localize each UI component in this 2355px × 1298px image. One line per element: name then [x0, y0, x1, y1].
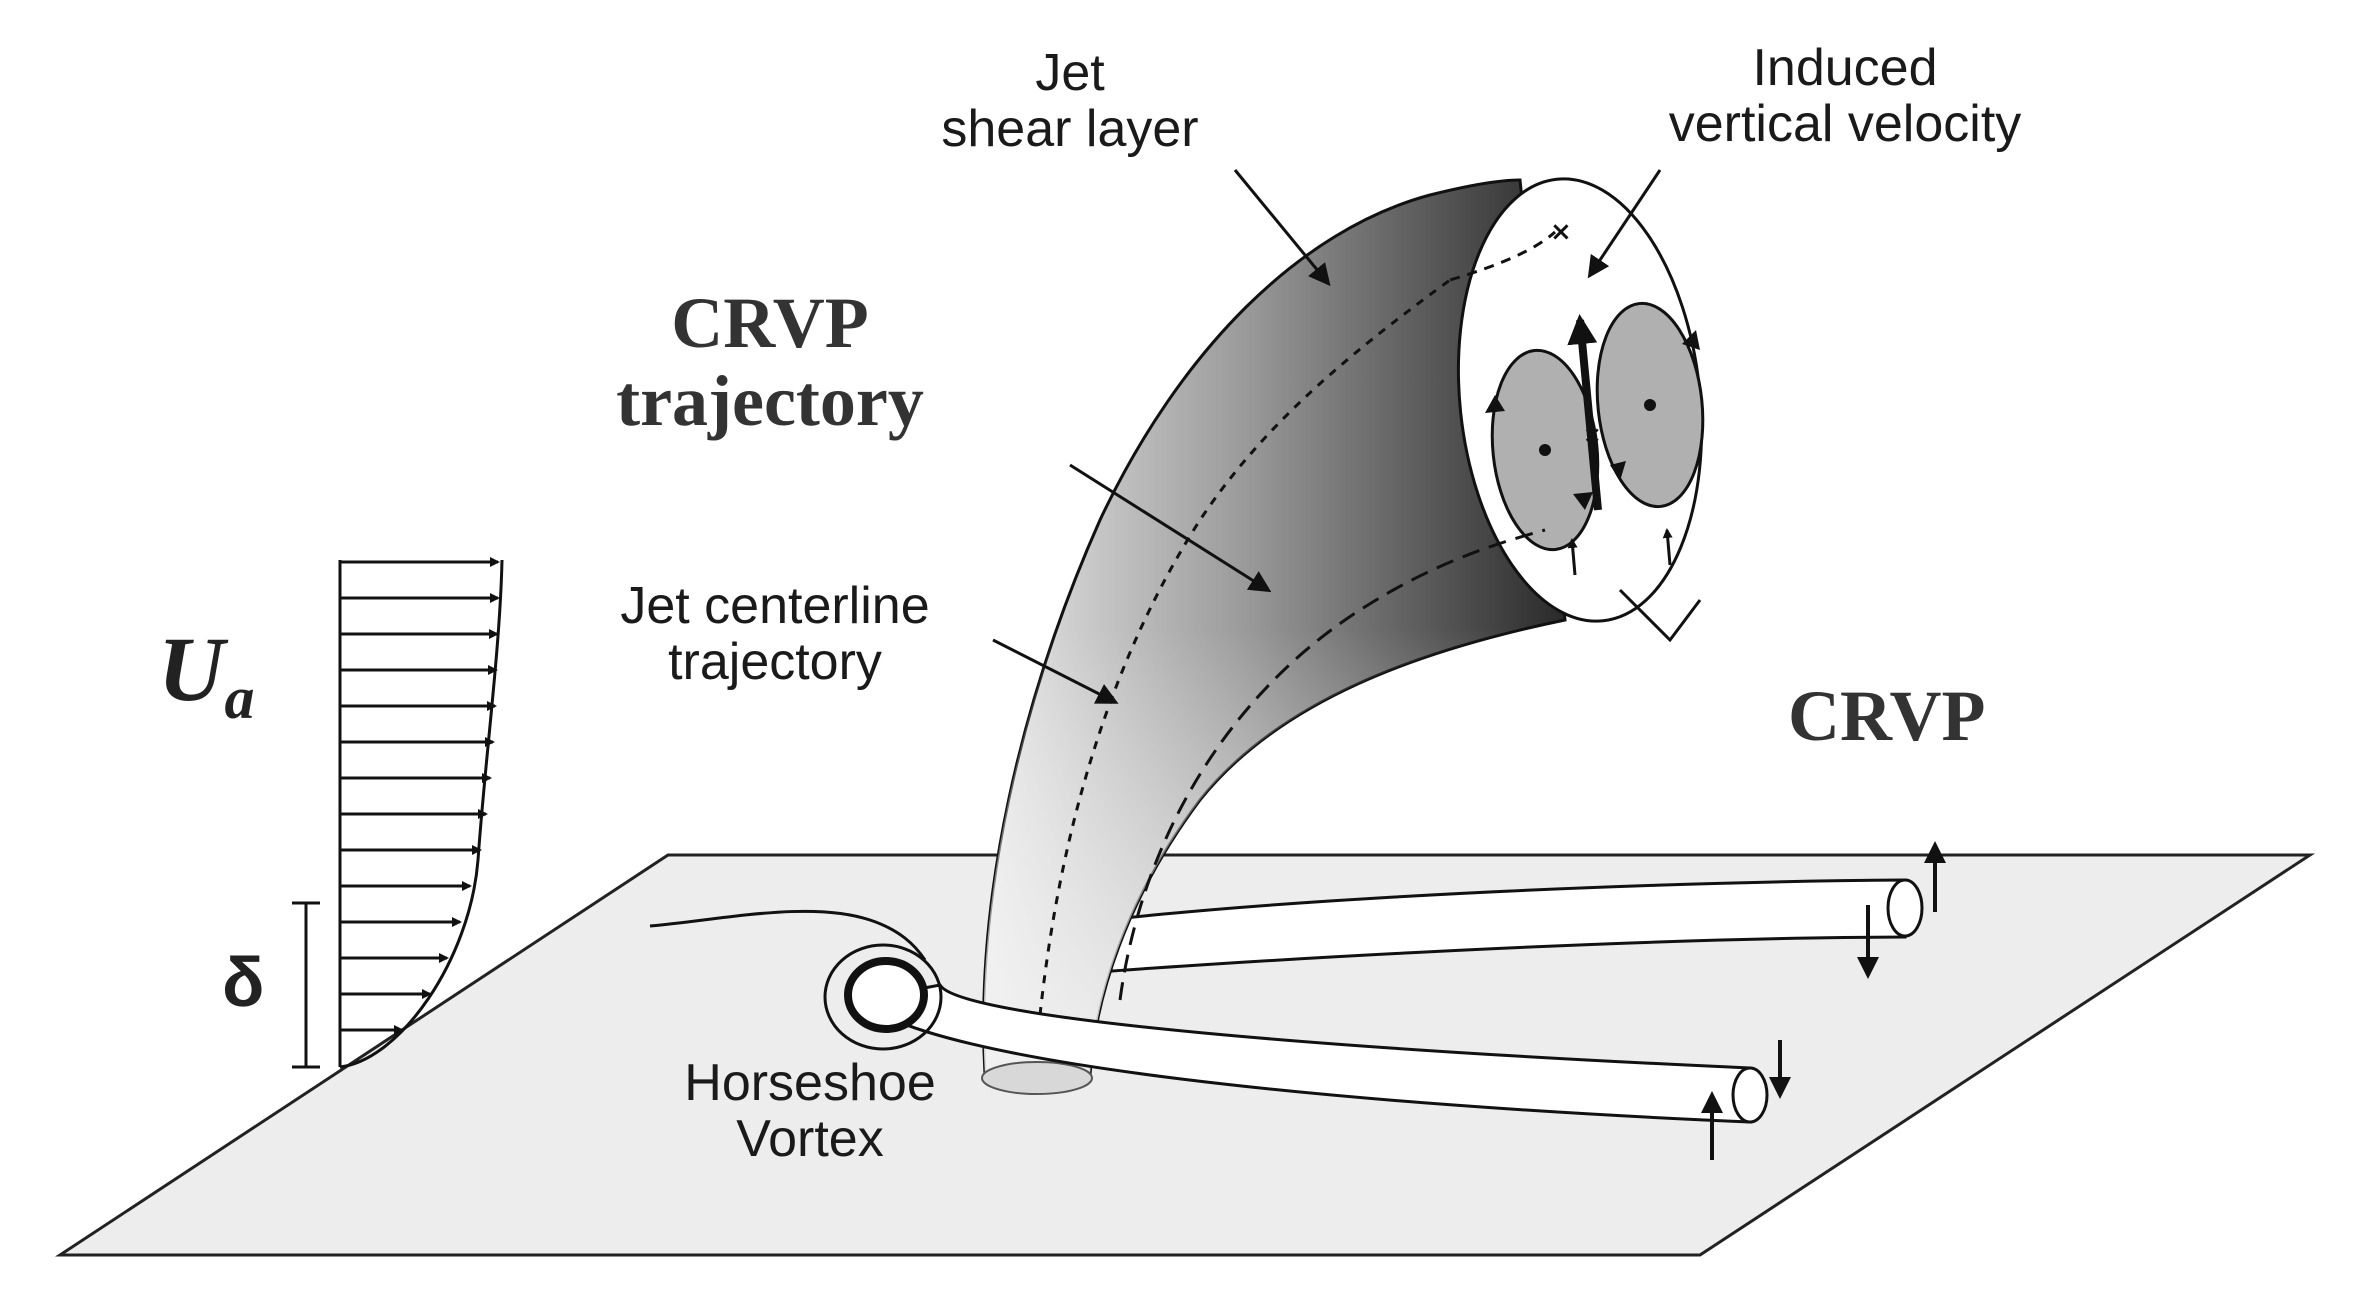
upstream-streamline	[649, 909, 927, 961]
label-crvp-trajectory-line1: CRVP	[671, 283, 869, 363]
jet-exit	[981, 1061, 1093, 1095]
horseshoe-vortex-ring	[823, 943, 943, 1051]
svg-text:×: ×	[1583, 423, 1601, 448]
boundary-layer-thickness-bracket	[292, 901, 320, 1069]
label-horseshoe-line2: Vortex	[736, 1110, 884, 1169]
label-crvp-trajectory-line2: trajectory	[616, 360, 924, 441]
label-jet-centerline-line1: Jet centerline	[620, 577, 930, 635]
label-jet-shear-layer-line2: shear layer	[941, 100, 1199, 159]
label-crvp-trajectory: CRVP trajectory	[585, 283, 955, 441]
label-freestream-velocity: Ua	[158, 618, 255, 731]
label-jet-shear-layer: Jet shear layer	[915, 45, 1225, 157]
label-induced-line2: vertical velocity	[1668, 95, 2022, 154]
horseshoe-vortex-core	[844, 957, 928, 1033]
leader-arrows	[992, 169, 1662, 704]
label-crvp: CRVP	[1788, 676, 1986, 756]
label-induced-line1: Induced	[1752, 39, 1938, 97]
ua-symbol: U	[158, 618, 225, 720]
label-horseshoe-vortex: Horseshoe Vortex	[640, 1055, 980, 1167]
svg-text:×: ×	[1550, 217, 1572, 247]
jet-centerline-line	[1038, 278, 1451, 1016]
label-jet-centerline-line2: trajectory	[668, 633, 882, 692]
induced-velocity-arrow	[1567, 314, 1602, 511]
label-boundary-layer-thickness: δ	[222, 943, 265, 1021]
crvp-trajectory-line	[1118, 528, 1546, 1001]
label-jet-centerline-trajectory: Jet centerline trajectory	[600, 578, 950, 690]
ua-subscript: a	[224, 665, 255, 731]
crvp-rotation-arrows	[1701, 841, 1946, 1160]
velocity-profile	[338, 557, 504, 1069]
label-jet-shear-layer-line1: Jet	[1035, 44, 1105, 102]
label-horseshoe-line1: Horseshoe	[684, 1054, 936, 1112]
label-induced-vertical-velocity: Induced vertical velocity	[1610, 40, 2080, 152]
